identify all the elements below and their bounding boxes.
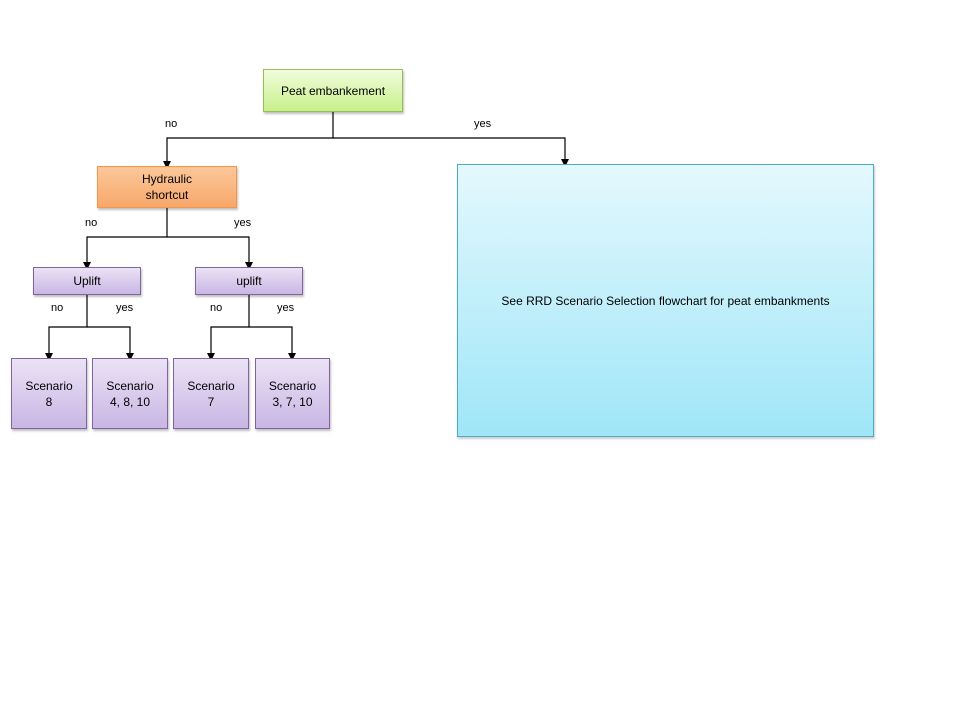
scenario-3-7-10-node: Scenario 3, 7, 10	[255, 358, 330, 429]
connector-uplift-left-to-scenario-a	[45, 295, 88, 361]
scenario-8-label: Scenario 8	[25, 378, 73, 409]
peat-embankment-node: Peat embankement	[263, 69, 403, 112]
connector-hydraulic-to-uplift-right	[167, 236, 253, 270]
edge-label-root-no: no	[165, 118, 178, 130]
scenario-7-label: Scenario 7	[187, 378, 235, 409]
edge-label-uplift-left-yes: yes	[116, 302, 134, 314]
connector-hydraulic-to-uplift-left	[83, 208, 168, 270]
connector-uplift-right-to-scenario-c	[207, 295, 250, 361]
edge-label-uplift-right-yes: yes	[277, 302, 295, 314]
hydraulic-shortcut-label: Hydraulic shortcut	[141, 172, 192, 202]
uplift-right-label: uplift	[236, 274, 262, 288]
connector-root-to-hydraulic	[163, 112, 334, 169]
rrd-flowchart-reference-label: See RRD Scenario Selection flowchart for…	[501, 293, 830, 308]
connector-uplift-left-to-scenario-b	[87, 326, 134, 361]
uplift-left-node: Uplift	[33, 267, 141, 295]
scenario-3-7-10-label: Scenario 3, 7, 10	[268, 378, 317, 409]
scenario-7-node: Scenario 7	[173, 358, 249, 429]
hydraulic-shortcut-node: Hydraulic shortcut	[97, 166, 237, 208]
connector-root-to-rrd-box	[333, 137, 569, 167]
uplift-right-node: uplift	[195, 267, 303, 295]
edge-label-hydraulic-no: no	[85, 217, 98, 229]
scenario-8-node: Scenario 8	[11, 358, 87, 429]
edge-label-uplift-right-no: no	[210, 302, 223, 314]
peat-embankment-label: Peat embankement	[280, 83, 386, 98]
edge-label-hydraulic-yes: yes	[234, 217, 252, 229]
uplift-left-label: Uplift	[73, 274, 101, 288]
connector-uplift-right-to-scenario-d	[249, 326, 296, 361]
rrd-flowchart-reference-box: See RRD Scenario Selection flowchart for…	[457, 164, 874, 437]
edge-label-uplift-left-no: no	[51, 302, 64, 314]
scenario-4-8-10-node: Scenario 4, 8, 10	[92, 358, 168, 429]
edge-label-root-yes: yes	[474, 118, 492, 130]
scenario-4-8-10-label: Scenario 4, 8, 10	[106, 378, 154, 409]
